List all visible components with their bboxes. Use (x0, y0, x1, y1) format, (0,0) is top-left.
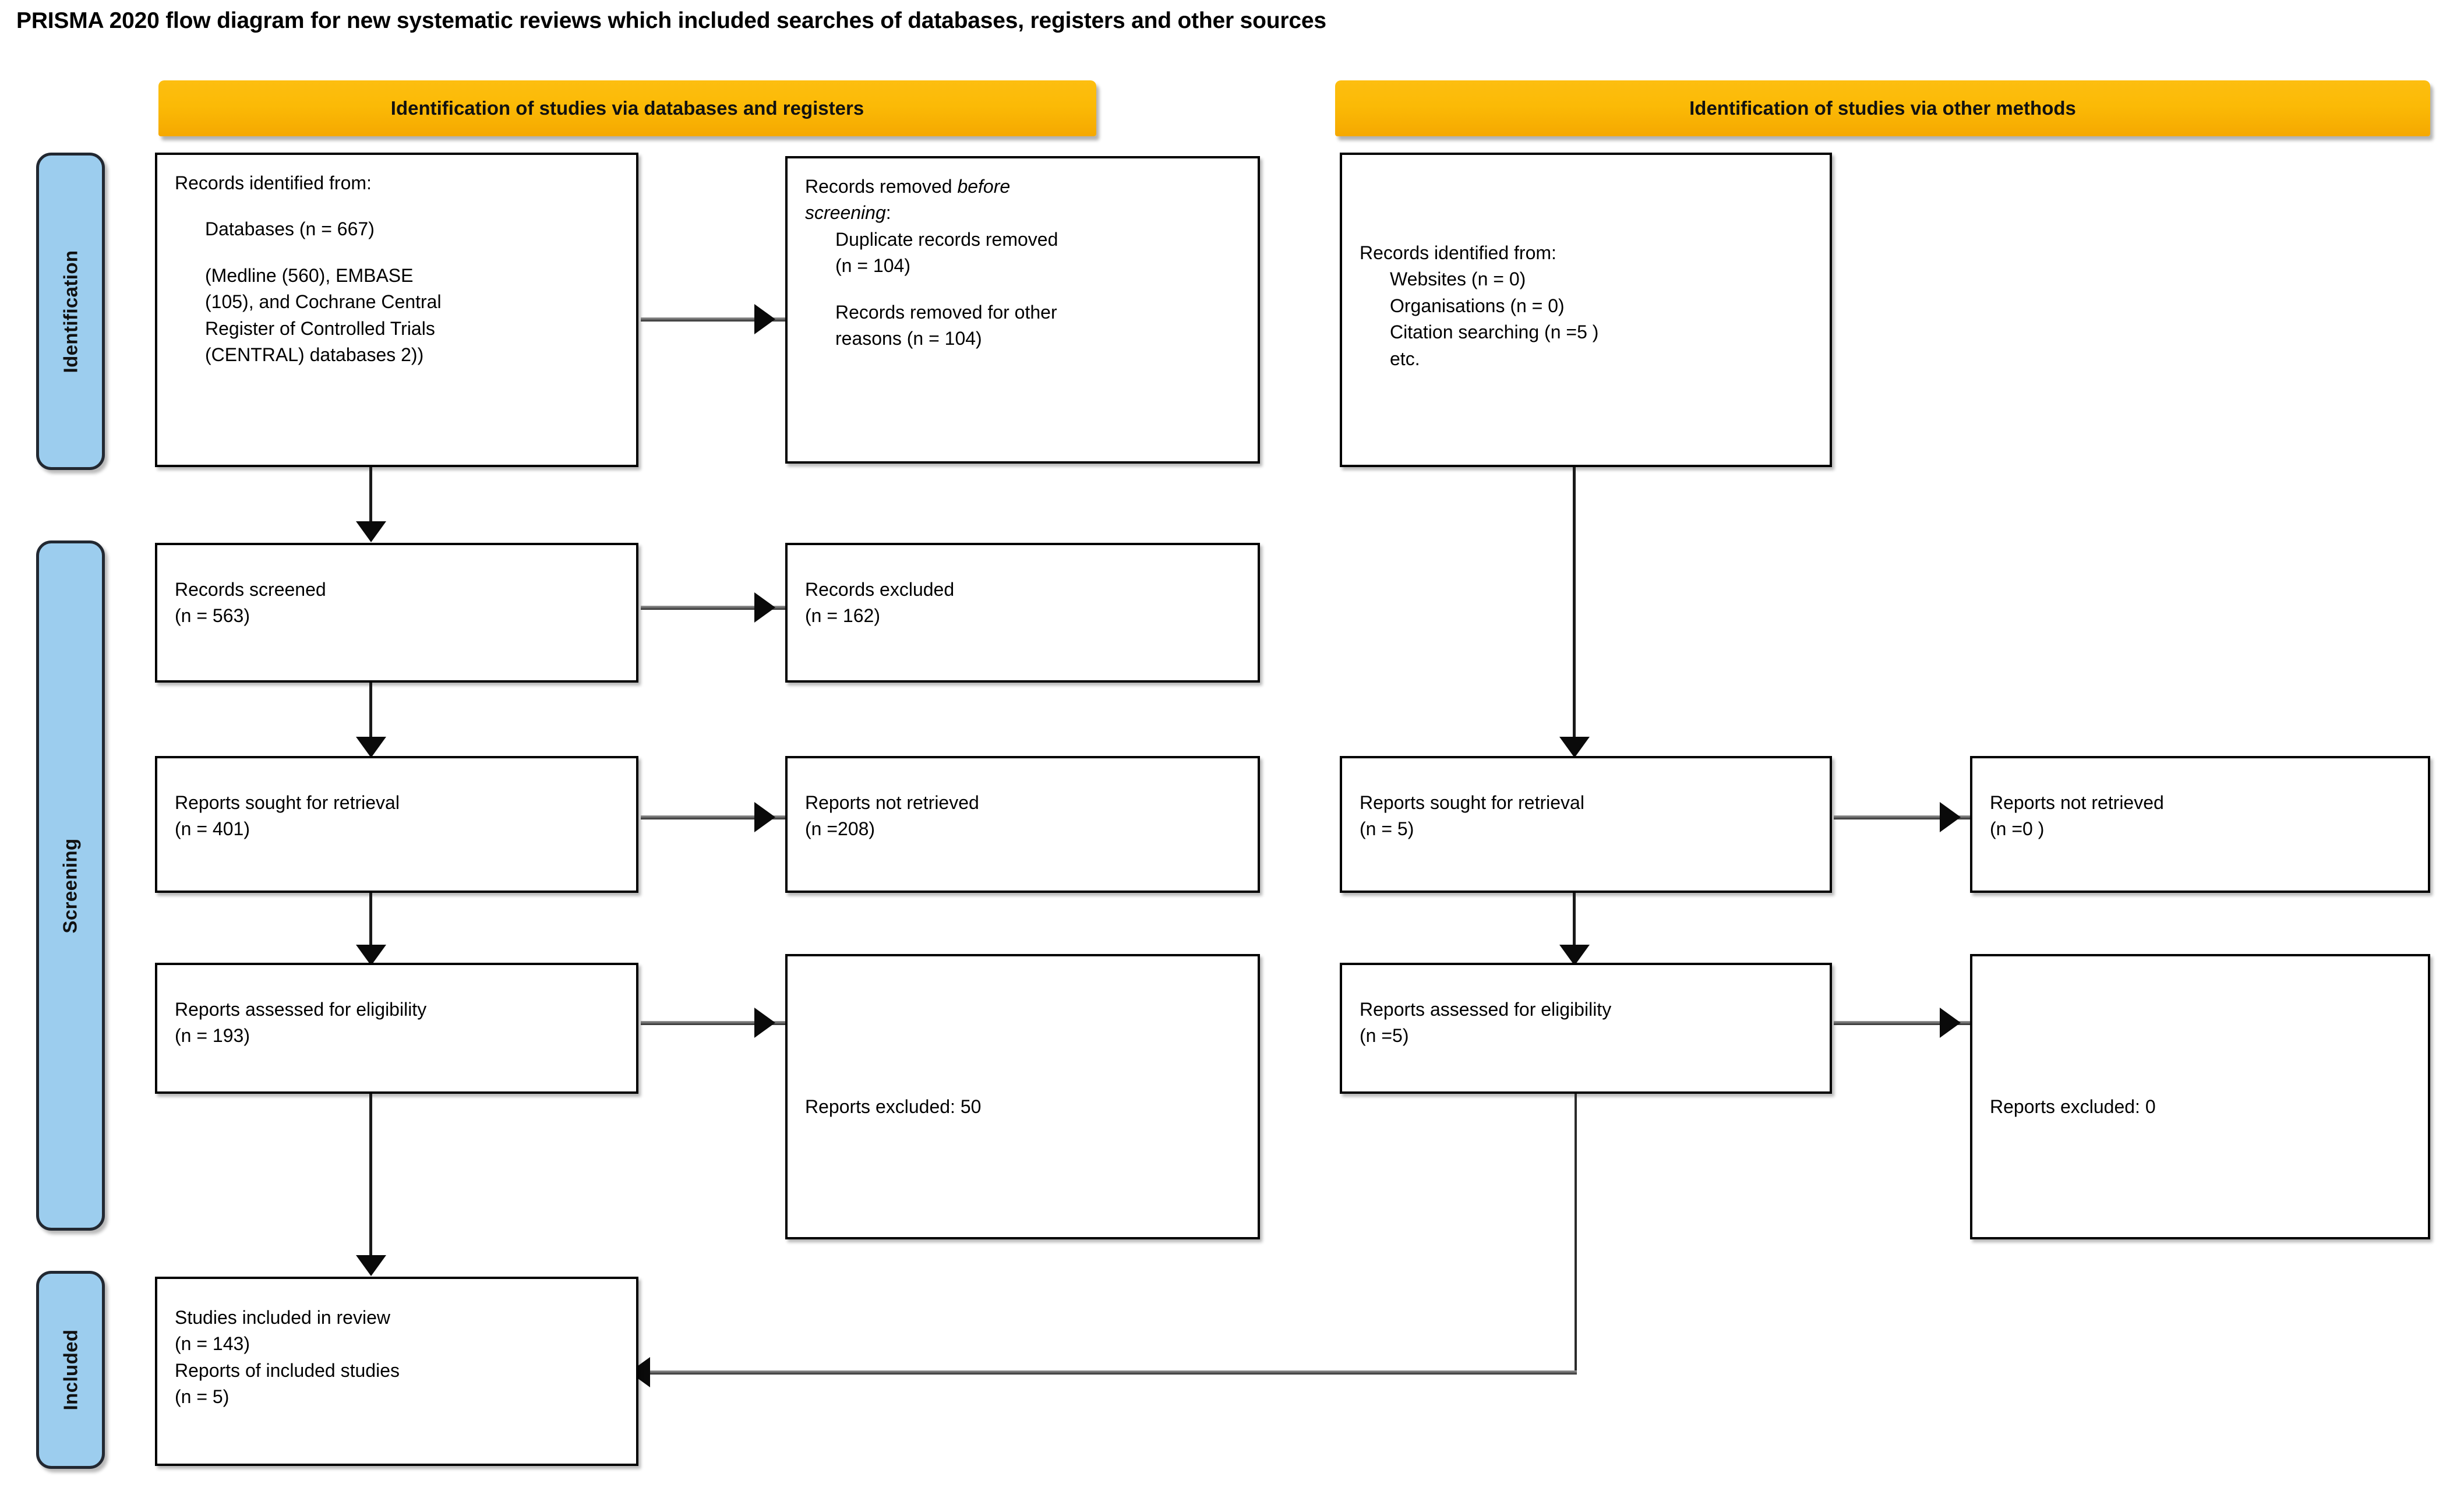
connector-screened-to-sought (369, 683, 372, 747)
arrowhead-sought-to-assessed-other (1559, 945, 1590, 966)
banner-other-methods-label: Identification of studies via other meth… (1689, 97, 2076, 119)
arrowhead-sought-to-not-retrieved-other (1940, 802, 1961, 832)
records-removed-duplicates: Duplicate records removed (n = 104) (835, 228, 1058, 277)
reports-excluded-db-line1: Reports excluded: 50 (805, 1096, 982, 1117)
box-records-removed-before-screening: Records removed before screening: Duplic… (785, 156, 1260, 464)
studies-included-line4: (n = 5) (175, 1386, 230, 1408)
connector-sought-to-assessed-other (1573, 893, 1576, 954)
connector-assessed-to-excluded-other (1834, 1021, 1971, 1025)
box-records-screened: Records screened (n = 563) (155, 543, 638, 683)
reports-not-retrieved-other-line2: (n =0 ) (1990, 818, 2045, 840)
stage-label-included: Included (59, 1329, 81, 1411)
connector-sought-to-not-retrieved-db (641, 815, 786, 819)
records-removed-heading: Records removed before (805, 176, 1011, 197)
connector-other-assessed-to-included (647, 1370, 1577, 1375)
arrowhead-sought-to-assessed-db (356, 945, 386, 966)
box-reports-sought-databases: Reports sought for retrieval (n = 401) (155, 756, 638, 893)
reports-sought-other-line1: Reports sought for retrieval (1360, 792, 1584, 813)
connector-other-assessed-down (1575, 1094, 1577, 1373)
arrowhead-screened-to-excluded (754, 592, 775, 623)
arrowhead-sought-to-not-retrieved-db (754, 802, 775, 832)
box-reports-assessed-databases: Reports assessed for eligibility (n = 19… (155, 963, 638, 1094)
records-screened-line1: Records screened (175, 579, 326, 600)
records-removed-other: Records removed for other reasons (n = 1… (835, 301, 1057, 349)
reports-assessed-other-line1: Reports assessed for eligibility (1360, 999, 1612, 1020)
records-identified-db-line2: Databases (n = 667) (205, 218, 375, 240)
records-identified-other-citation: Citation searching (n =5 ) (1390, 321, 1599, 343)
reports-assessed-other-line2: (n =5) (1360, 1025, 1409, 1047)
box-reports-not-retrieved-other: Reports not retrieved (n =0 ) (1970, 756, 2430, 893)
box-reports-excluded-other: Reports excluded: 0 (1970, 954, 2430, 1239)
stage-tab-included: Included (36, 1271, 105, 1469)
connector-other-identified-to-sought (1573, 467, 1576, 747)
box-reports-excluded-databases: Reports excluded: 50 (785, 954, 1260, 1239)
studies-included-line1: Studies included in review (175, 1307, 390, 1328)
records-identified-other-organisations: Organisations (n = 0) (1390, 295, 1565, 316)
connector-sought-to-assessed-db (369, 893, 372, 954)
records-removed-heading-2: screening: (805, 202, 891, 224)
reports-excluded-other-line1: Reports excluded: 0 (1990, 1096, 2156, 1117)
reports-sought-db-line1: Reports sought for retrieval (175, 792, 400, 813)
arrowhead-assessed-to-excluded-db (754, 1008, 775, 1038)
stage-label-screening: Screening (59, 838, 81, 934)
arrowhead-assessed-to-included (356, 1255, 386, 1276)
banner-databases-registers: Identification of studies via databases … (158, 80, 1096, 136)
stage-tab-identification: Identification (36, 153, 105, 470)
stage-label-identification: Identification (59, 250, 81, 373)
connector-assessed-to-included (369, 1094, 372, 1269)
arrowhead-identified-to-screened (356, 521, 386, 542)
stage-tab-screening: Screening (36, 540, 105, 1231)
reports-not-retrieved-db-line1: Reports not retrieved (805, 792, 979, 813)
connector-assessed-to-excluded-db (641, 1021, 786, 1025)
box-records-identified-databases: Records identified from: Databases (n = … (155, 153, 638, 467)
arrowhead-other-identified-to-sought (1559, 737, 1590, 758)
box-records-excluded: Records excluded (n = 162) (785, 543, 1260, 683)
studies-included-line2: (n = 143) (175, 1333, 250, 1355)
banner-other-methods: Identification of studies via other meth… (1335, 80, 2430, 136)
box-reports-not-retrieved-databases: Reports not retrieved (n =208) (785, 756, 1260, 893)
connector-screened-to-excluded (641, 606, 786, 610)
reports-not-retrieved-db-line2: (n =208) (805, 818, 876, 840)
connector-identified-to-removed (641, 317, 786, 321)
arrowhead-assessed-to-excluded-other (1940, 1008, 1961, 1038)
records-identified-other-line1: Records identified from: (1360, 242, 1556, 263)
arrowhead-identified-to-removed (754, 304, 775, 334)
page-title: PRISMA 2020 flow diagram for new systema… (16, 8, 1326, 33)
reports-sought-db-line2: (n = 401) (175, 818, 250, 840)
box-reports-sought-other: Reports sought for retrieval (n = 5) (1340, 756, 1832, 893)
arrowhead-screened-to-sought (356, 737, 386, 758)
records-identified-db-line1: Records identified from: (175, 172, 372, 193)
records-screened-line2: (n = 563) (175, 605, 250, 627)
records-identified-other-etc: etc. (1390, 348, 1420, 369)
connector-sought-to-not-retrieved-other (1834, 815, 1971, 819)
records-excluded-line1: Records excluded (805, 579, 955, 600)
reports-assessed-db-line1: Reports assessed for eligibility (175, 999, 427, 1020)
records-identified-db-line3: (Medline (560), EMBASE (105), and Cochra… (205, 264, 442, 366)
records-excluded-line2: (n = 162) (805, 605, 880, 627)
reports-assessed-db-line2: (n = 193) (175, 1025, 250, 1047)
box-reports-assessed-other: Reports assessed for eligibility (n =5) (1340, 963, 1832, 1094)
studies-included-line3: Reports of included studies (175, 1359, 400, 1381)
reports-not-retrieved-other-line1: Reports not retrieved (1990, 792, 2164, 813)
box-studies-included: Studies included in review (n = 143) Rep… (155, 1277, 638, 1466)
reports-sought-other-line2: (n = 5) (1360, 818, 1414, 840)
records-identified-other-websites: Websites (n = 0) (1390, 268, 1526, 290)
banner-databases-label: Identification of studies via databases … (390, 97, 864, 119)
box-records-identified-other-methods: Records identified from: Websites (n = 0… (1340, 153, 1832, 467)
connector-identified-to-screened (369, 467, 372, 531)
